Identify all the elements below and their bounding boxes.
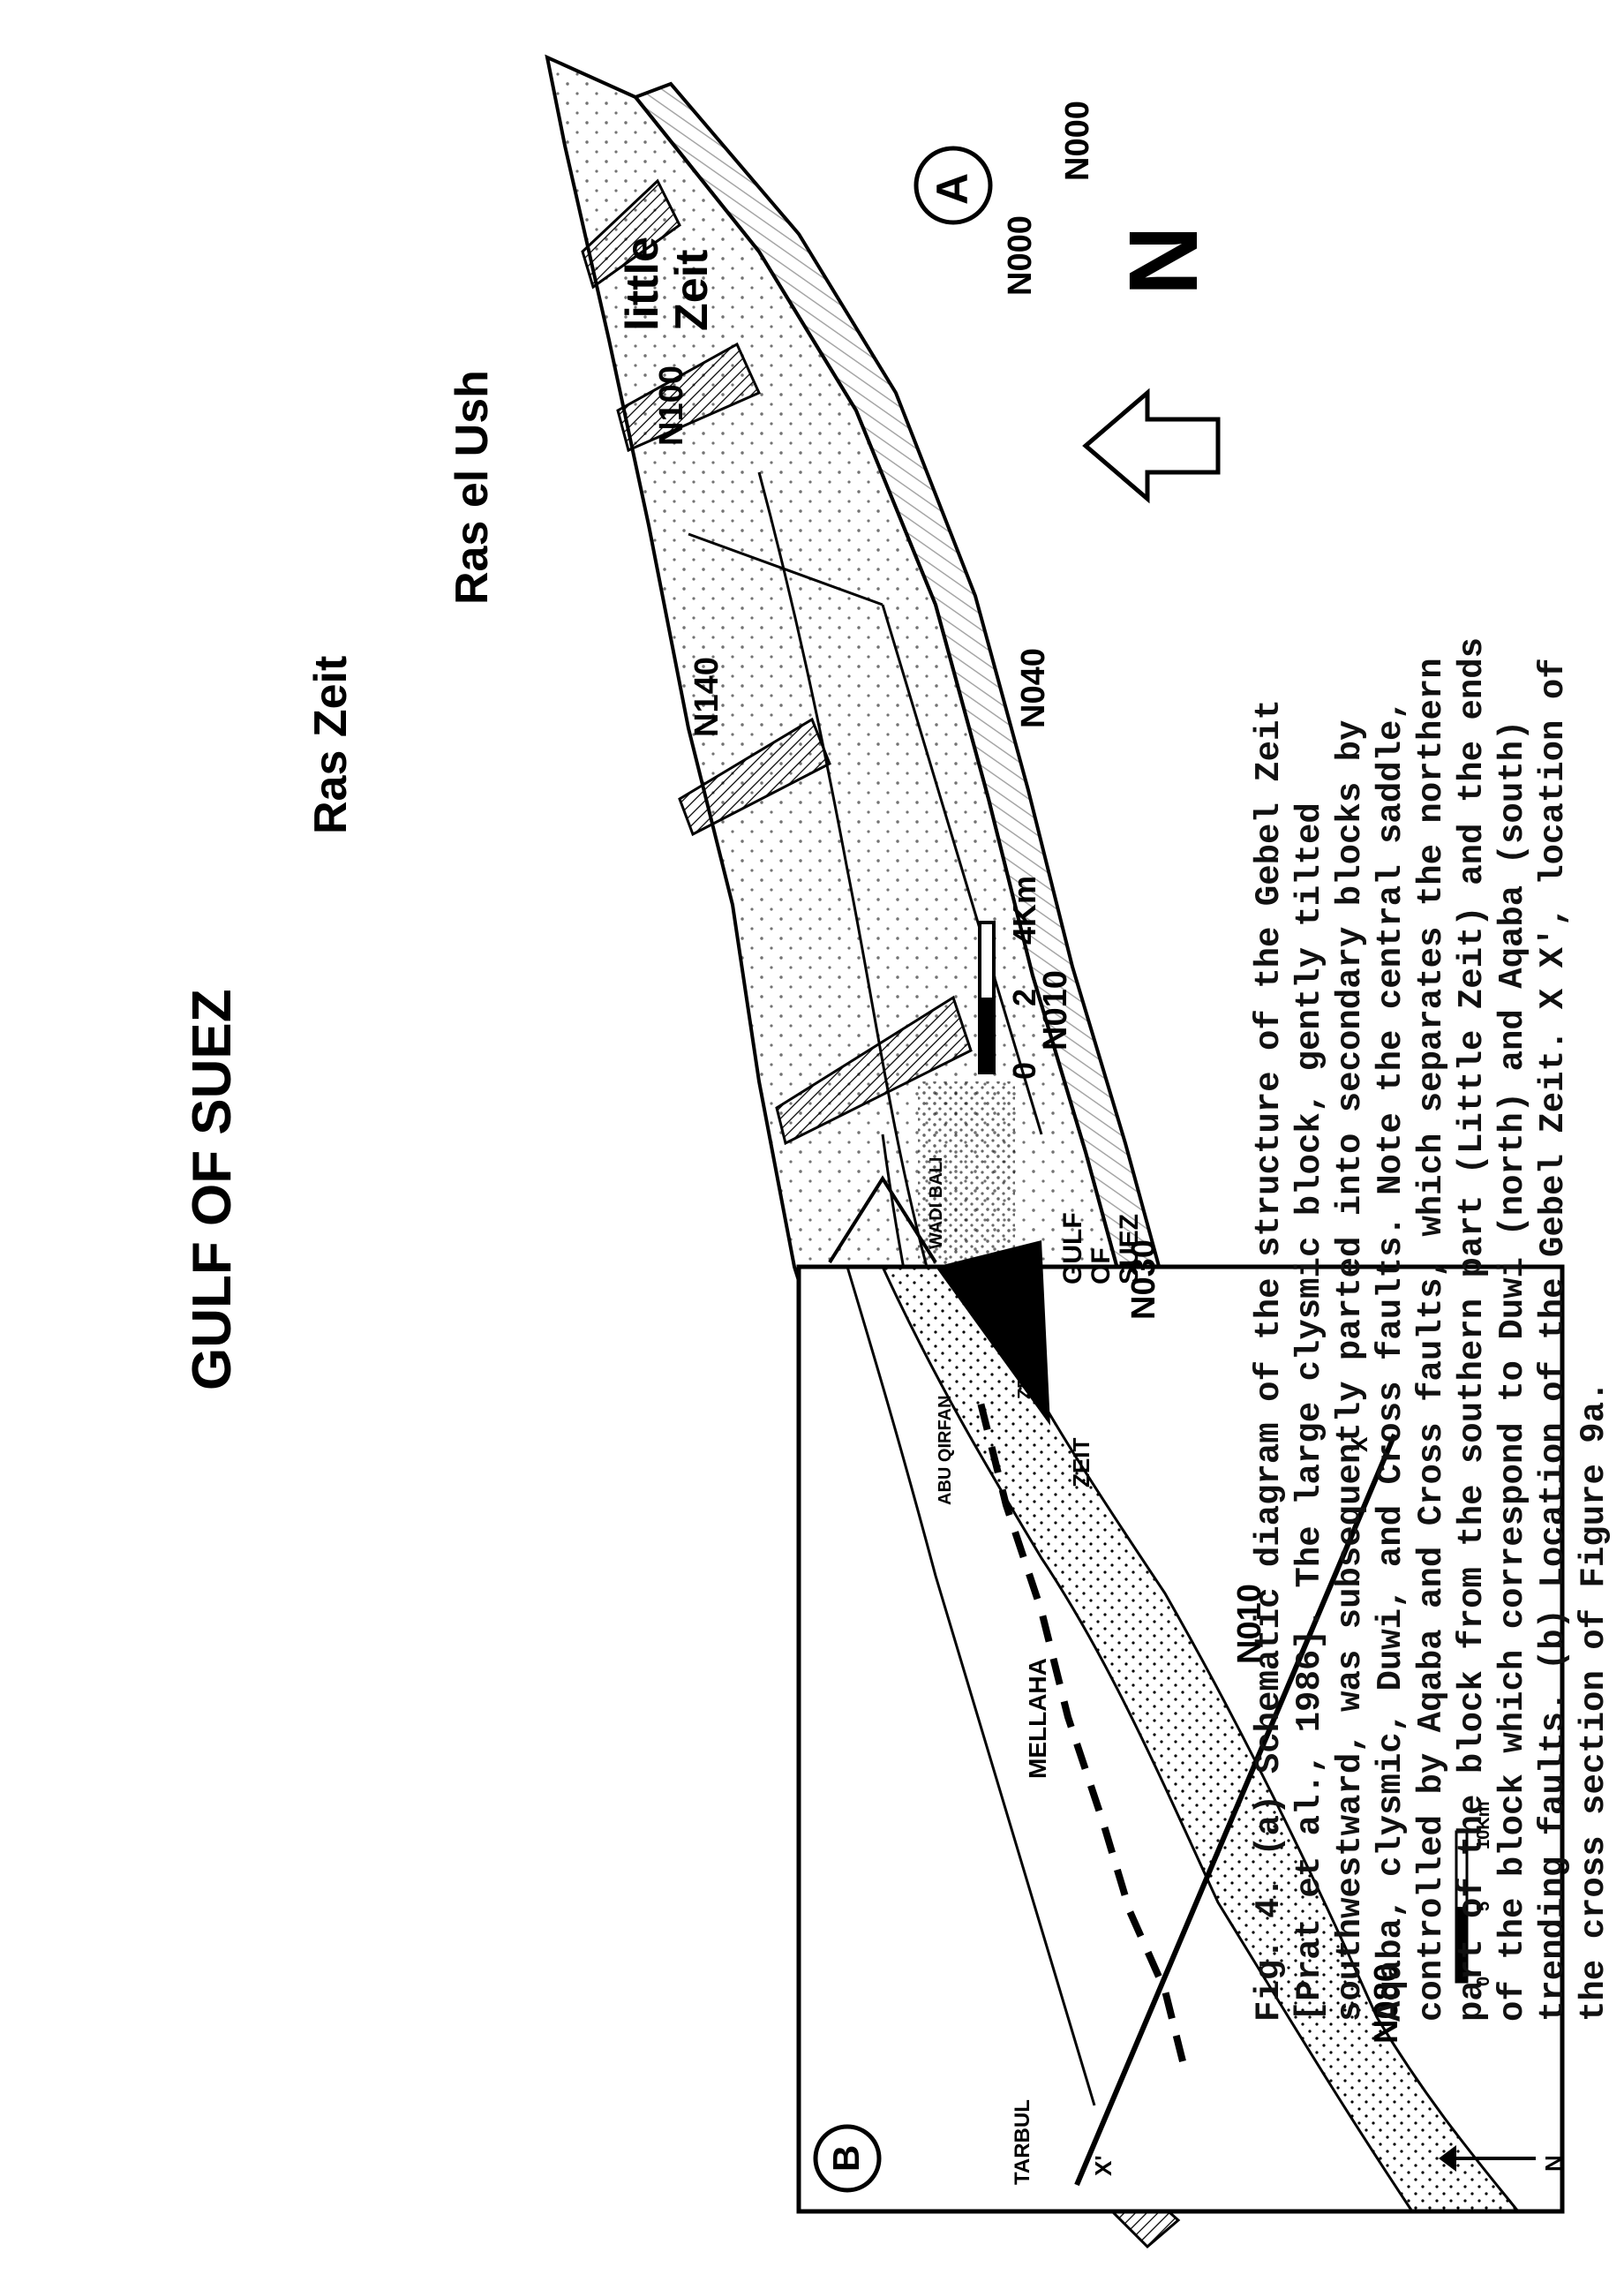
wadi-bali-label: WADI BALI <box>927 1156 946 1249</box>
fault-label: N000 <box>1002 215 1039 296</box>
panel-a-marker: A <box>928 172 977 205</box>
panel-b-marker: B <box>825 2144 867 2172</box>
caption-line: the cross section of Figure 9a. <box>1575 1381 1613 2022</box>
scale-a-tick: 4Km <box>1006 875 1042 945</box>
abu-qirfan-label: ABU QIRFAN <box>936 1395 955 1505</box>
cross-section-line <box>1074 1433 1397 2187</box>
north-arrow <box>1082 388 1221 504</box>
north-label-b: N <box>1540 2155 1567 2172</box>
gulf-of-suez-label: GULF OF SUEZ <box>182 989 243 1390</box>
caption-line: of the block which correspond to Duwi (n… <box>1493 719 1532 2022</box>
scale-a-tick: 0 <box>1006 1061 1042 1080</box>
zeit-label: ZEIT <box>1068 1437 1094 1487</box>
little-zeit-label: little Zeit <box>617 237 718 331</box>
scale-bar-a <box>978 921 996 1074</box>
caption-line: [Prat et al., 1986]. The large clysmic b… <box>1290 802 1329 2022</box>
mellaha-label: MELLAHA <box>1024 1658 1051 1779</box>
fault-label: N010 <box>1037 970 1074 1051</box>
fault-label: N140 <box>688 657 726 737</box>
fault-label: N040 <box>1015 648 1052 728</box>
x-prime-label: X' <box>1090 2155 1116 2176</box>
zeit-bay-label: ZEIT BAY <box>1015 1320 1034 1399</box>
fault-label: N000 <box>1059 101 1096 181</box>
gulf-arrow <box>936 1240 1050 1426</box>
north-label: N <box>1109 225 1218 296</box>
figure-caption: Fig. 4. (a) Schematic diagram of the str… <box>1249 300 1614 2022</box>
caption-line: southwestward, was subsequently parted i… <box>1331 719 1370 2022</box>
caption-line: Fig. 4. (a) Schematic diagram of the str… <box>1250 699 1289 2022</box>
location-map-panel-b <box>796 1175 1565 2214</box>
caption-line: part of the block from the southern part… <box>1453 636 1492 2022</box>
ras-el-ush-label: Ras el Ush <box>447 370 498 605</box>
ras-zeit-label: Ras Zeit <box>305 655 357 834</box>
panel-b-marker-circle <box>813 2124 882 2193</box>
caption-line: Aqaba, clysmic, Duwi, and Cross faults. … <box>1372 699 1410 2022</box>
tarbul-label: TARBUL <box>1011 2099 1034 2185</box>
caption-line: trending faults. (b) Location of the Geb… <box>1534 658 1573 2022</box>
panel-a-marker-circle <box>914 146 993 225</box>
gulf-of-suez-label-b: GULF OF SUEZ <box>1058 1212 1144 1284</box>
caption-line: controlled by Aqaba and Cross faults, wh… <box>1412 658 1451 2022</box>
scale-a-tick: 2 <box>1006 988 1042 1006</box>
fault-label: N100 <box>653 365 690 446</box>
